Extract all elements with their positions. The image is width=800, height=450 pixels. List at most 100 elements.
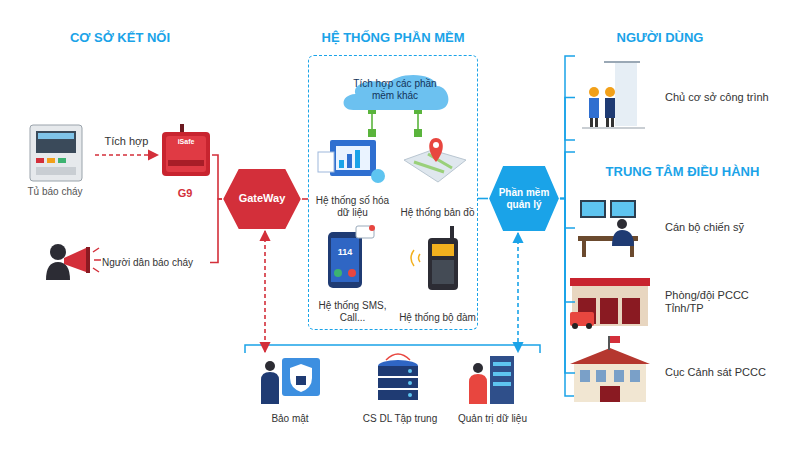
g9-device-icon: [166, 136, 206, 172]
node-caption: Phần mềm quản lý: [488, 187, 560, 211]
workers-icon: [582, 62, 645, 128]
database-icon: [408, 369, 412, 373]
connector: [560, 199, 575, 374]
connector: [212, 155, 222, 199]
connector: [517, 233, 519, 352]
phone-icon: [328, 232, 362, 288]
digitization-icon: [318, 152, 334, 172]
section-heading: CƠ SỞ KẾT NỐI: [40, 30, 200, 45]
fire-panel-icon: [30, 125, 82, 181]
admin-icon: [469, 374, 487, 404]
phone-number: 114: [331, 247, 359, 257]
headquarters-icon: [570, 336, 650, 402]
radio-icon: [411, 250, 420, 266]
node-caption: Tích hợp các phần mềm khác: [340, 78, 450, 102]
software-hexagon: Phần mềm quản lý: [488, 165, 560, 232]
database-icon: [378, 390, 418, 400]
map-icon: [433, 142, 439, 148]
system-item: Hệ thống bộ đàm: [395, 228, 480, 324]
admin-icon: [469, 356, 514, 404]
bracket-line: [565, 56, 575, 396]
headquarters-icon: [600, 386, 620, 402]
phone-icon: [328, 225, 375, 288]
fire-panel-icon: [47, 158, 55, 163]
source-item: Người dân báo cháy: [40, 245, 210, 280]
phone-icon: [348, 269, 356, 277]
radio-icon: [432, 260, 454, 284]
system-item: Hệ thống bản đồ: [395, 135, 480, 219]
radio-icon: [450, 226, 454, 240]
workers-icon: [590, 118, 593, 128]
workers-icon: [611, 118, 614, 128]
digitization-icon: [347, 154, 352, 168]
connector: [478, 198, 488, 200]
person-megaphone-icon: [93, 248, 101, 272]
digitization-icon: [355, 150, 360, 168]
headquarters-icon: [596, 370, 606, 382]
operator-icon: [582, 202, 604, 216]
security-icon: [282, 358, 320, 396]
digitization-icon: [371, 169, 385, 183]
node-caption: Hệ thống SMS, Call...: [310, 300, 395, 324]
database-icon: [408, 393, 412, 397]
headquarters-icon: [608, 336, 610, 350]
hexagon-shape: [488, 165, 560, 232]
user-item: Cục Cảnh sát PCCC: [575, 340, 790, 406]
connector: [210, 199, 222, 263]
operator-icon: [582, 241, 586, 257]
fire-panel-icon: [58, 158, 66, 163]
node-caption: Hệ thống bản đồ: [401, 207, 475, 219]
section-heading: TRUNG TÂM ĐIỀU HÀNH: [575, 164, 790, 179]
fire-panel-icon: [36, 131, 76, 153]
system-item: Hệ thống SMS, Call...: [310, 228, 395, 324]
headquarters-icon: [580, 370, 590, 382]
node-caption: Phòng/đội PCCC Tỉnh/TP: [665, 289, 790, 315]
radio-icon: [432, 244, 454, 256]
operator-icon: [612, 230, 634, 246]
operator-icon: [617, 219, 627, 229]
digitization-icon: [330, 140, 376, 176]
workers-icon: [605, 98, 615, 118]
infra-item: CS DL Tập trung: [355, 353, 445, 425]
connector: [371, 110, 373, 133]
fire-station-icon: [600, 298, 618, 324]
workers-icon: [589, 98, 599, 118]
g9-device-icon: [168, 160, 204, 166]
headquarters-icon: [570, 348, 650, 364]
node-caption: GateWay: [231, 192, 294, 205]
bracket-line: [245, 345, 540, 353]
security-icon: [296, 376, 306, 385]
workers-icon: [605, 87, 615, 97]
fire-panel-icon: [30, 125, 82, 181]
node-caption: Người dân báo cháy: [102, 257, 193, 269]
device-brand: iSafe: [166, 138, 206, 145]
headquarters-icon: [614, 370, 624, 382]
admin-icon: [473, 363, 483, 373]
node-caption: Tủ báo cháy: [27, 186, 82, 198]
fire-station-icon: [622, 298, 640, 324]
operator-icon: [612, 202, 634, 216]
bracket-line: [565, 152, 575, 396]
fire-station-icon: [570, 278, 650, 286]
workers-icon: [606, 118, 609, 128]
node-caption: CS DL Tập trung: [363, 413, 437, 425]
map-icon: [429, 138, 443, 162]
node-caption: Cán bộ chiến sỹ: [665, 221, 744, 234]
section-heading: HỆ THỐNG PHẦN MỀM: [278, 30, 508, 46]
workers-icon: [595, 118, 598, 128]
operator-icon: [580, 200, 606, 218]
user-item: Cán bộ chiến sỹ: [575, 195, 790, 261]
fire-station-icon: [586, 323, 592, 329]
database-icon: [378, 354, 418, 400]
connector: [560, 199, 575, 229]
cloud-node: Tích hợp các phần mềm khác: [340, 70, 450, 110]
person-megaphone-icon: [86, 247, 90, 273]
operator-icon: [610, 200, 636, 218]
system-item: Hệ thống số hóa dữ liệu: [310, 135, 395, 219]
digitization-icon: [318, 140, 385, 183]
workers-icon: [582, 127, 645, 129]
node-caption: Chủ cơ sở công trình: [665, 91, 769, 104]
map-icon: [404, 138, 466, 182]
person-megaphone-icon: [64, 248, 86, 272]
